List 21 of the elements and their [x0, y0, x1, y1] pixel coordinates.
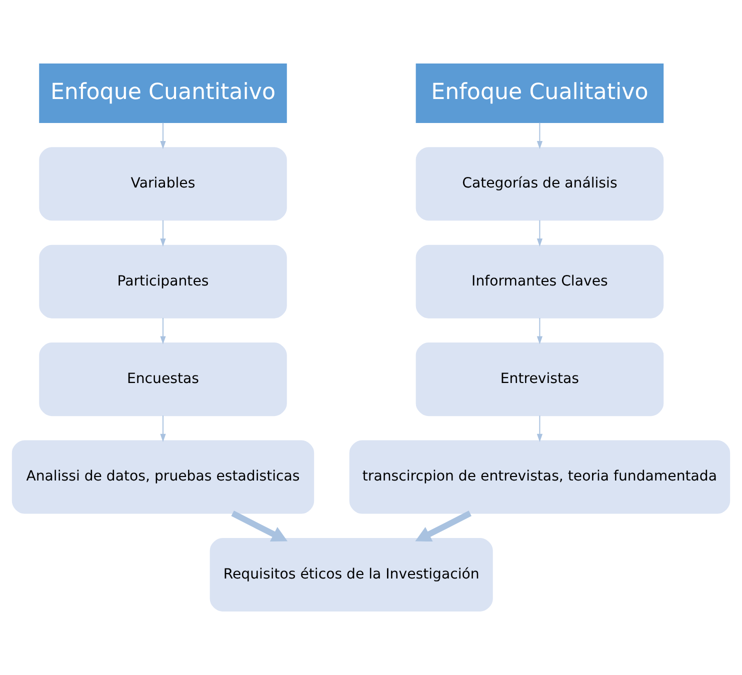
arrow — [536, 416, 543, 442]
arrow — [160, 220, 166, 247]
arrow — [160, 122, 166, 150]
arrow — [536, 318, 543, 344]
node-box: Categorías de análisis — [416, 147, 664, 221]
node-box: Encuestas — [39, 342, 287, 416]
node-box: Enfoque Cualitativo — [416, 64, 664, 123]
arrow — [536, 122, 543, 150]
arrow — [415, 510, 472, 542]
arrow — [536, 220, 543, 247]
arrow — [231, 510, 288, 542]
arrow — [160, 416, 166, 442]
node-box: Participantes — [39, 244, 287, 318]
node-box: Enfoque Cuantitaivo — [39, 64, 287, 123]
node-box: transcircpion de entrevistas, teoria fundamentada — [349, 440, 730, 514]
node-box: Variables — [39, 147, 287, 221]
node-box: Analissi de datos, pruebas estadisticas — [12, 440, 314, 514]
node-box: Requisitos éticos de la Investigación — [210, 538, 493, 612]
arrow — [160, 318, 166, 344]
node-box: Informantes Claves — [416, 244, 664, 318]
node-box: Entrevistas — [416, 342, 664, 416]
